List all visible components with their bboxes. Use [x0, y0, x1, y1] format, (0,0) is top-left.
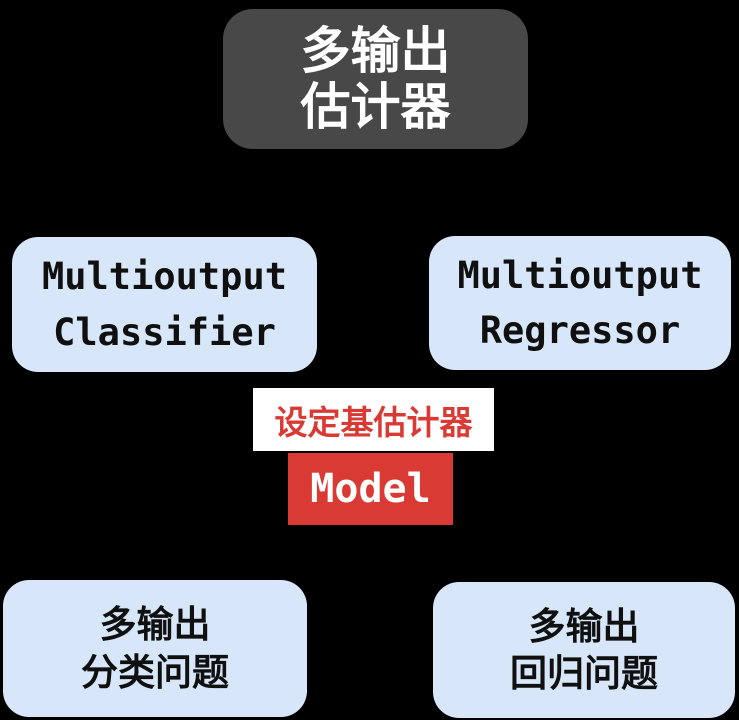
multioutput-regressor-box: Multioutput Regressor — [429, 236, 731, 370]
classification-problem-box: 多输出 分类问题 — [3, 580, 307, 717]
regression-line-2: 回归问题 — [510, 653, 658, 694]
classification-line-2: 分类问题 — [81, 651, 229, 693]
regressor-line-2: Regressor — [479, 309, 681, 352]
classification-line-1: 多输出 — [99, 604, 211, 646]
regression-line-1: 多输出 — [528, 605, 640, 647]
title-line-1: 多输出 — [300, 23, 451, 79]
multioutput-estimator-title-box: 多输出 估计器 — [223, 9, 528, 149]
regression-problem-box: 多输出 回归问题 — [433, 582, 735, 718]
classifier-line-2: Classifier — [53, 310, 276, 354]
multioutput-classifier-box: Multioutput Classifier — [12, 237, 317, 372]
classifier-line-1: Multioutput — [41, 255, 288, 298]
regressor-line-1: Multioutput — [457, 253, 703, 297]
set-base-estimator-label: 设定基估计器 — [253, 388, 494, 451]
model-box: Model — [288, 453, 453, 525]
title-line-2: 估计器 — [300, 79, 451, 135]
